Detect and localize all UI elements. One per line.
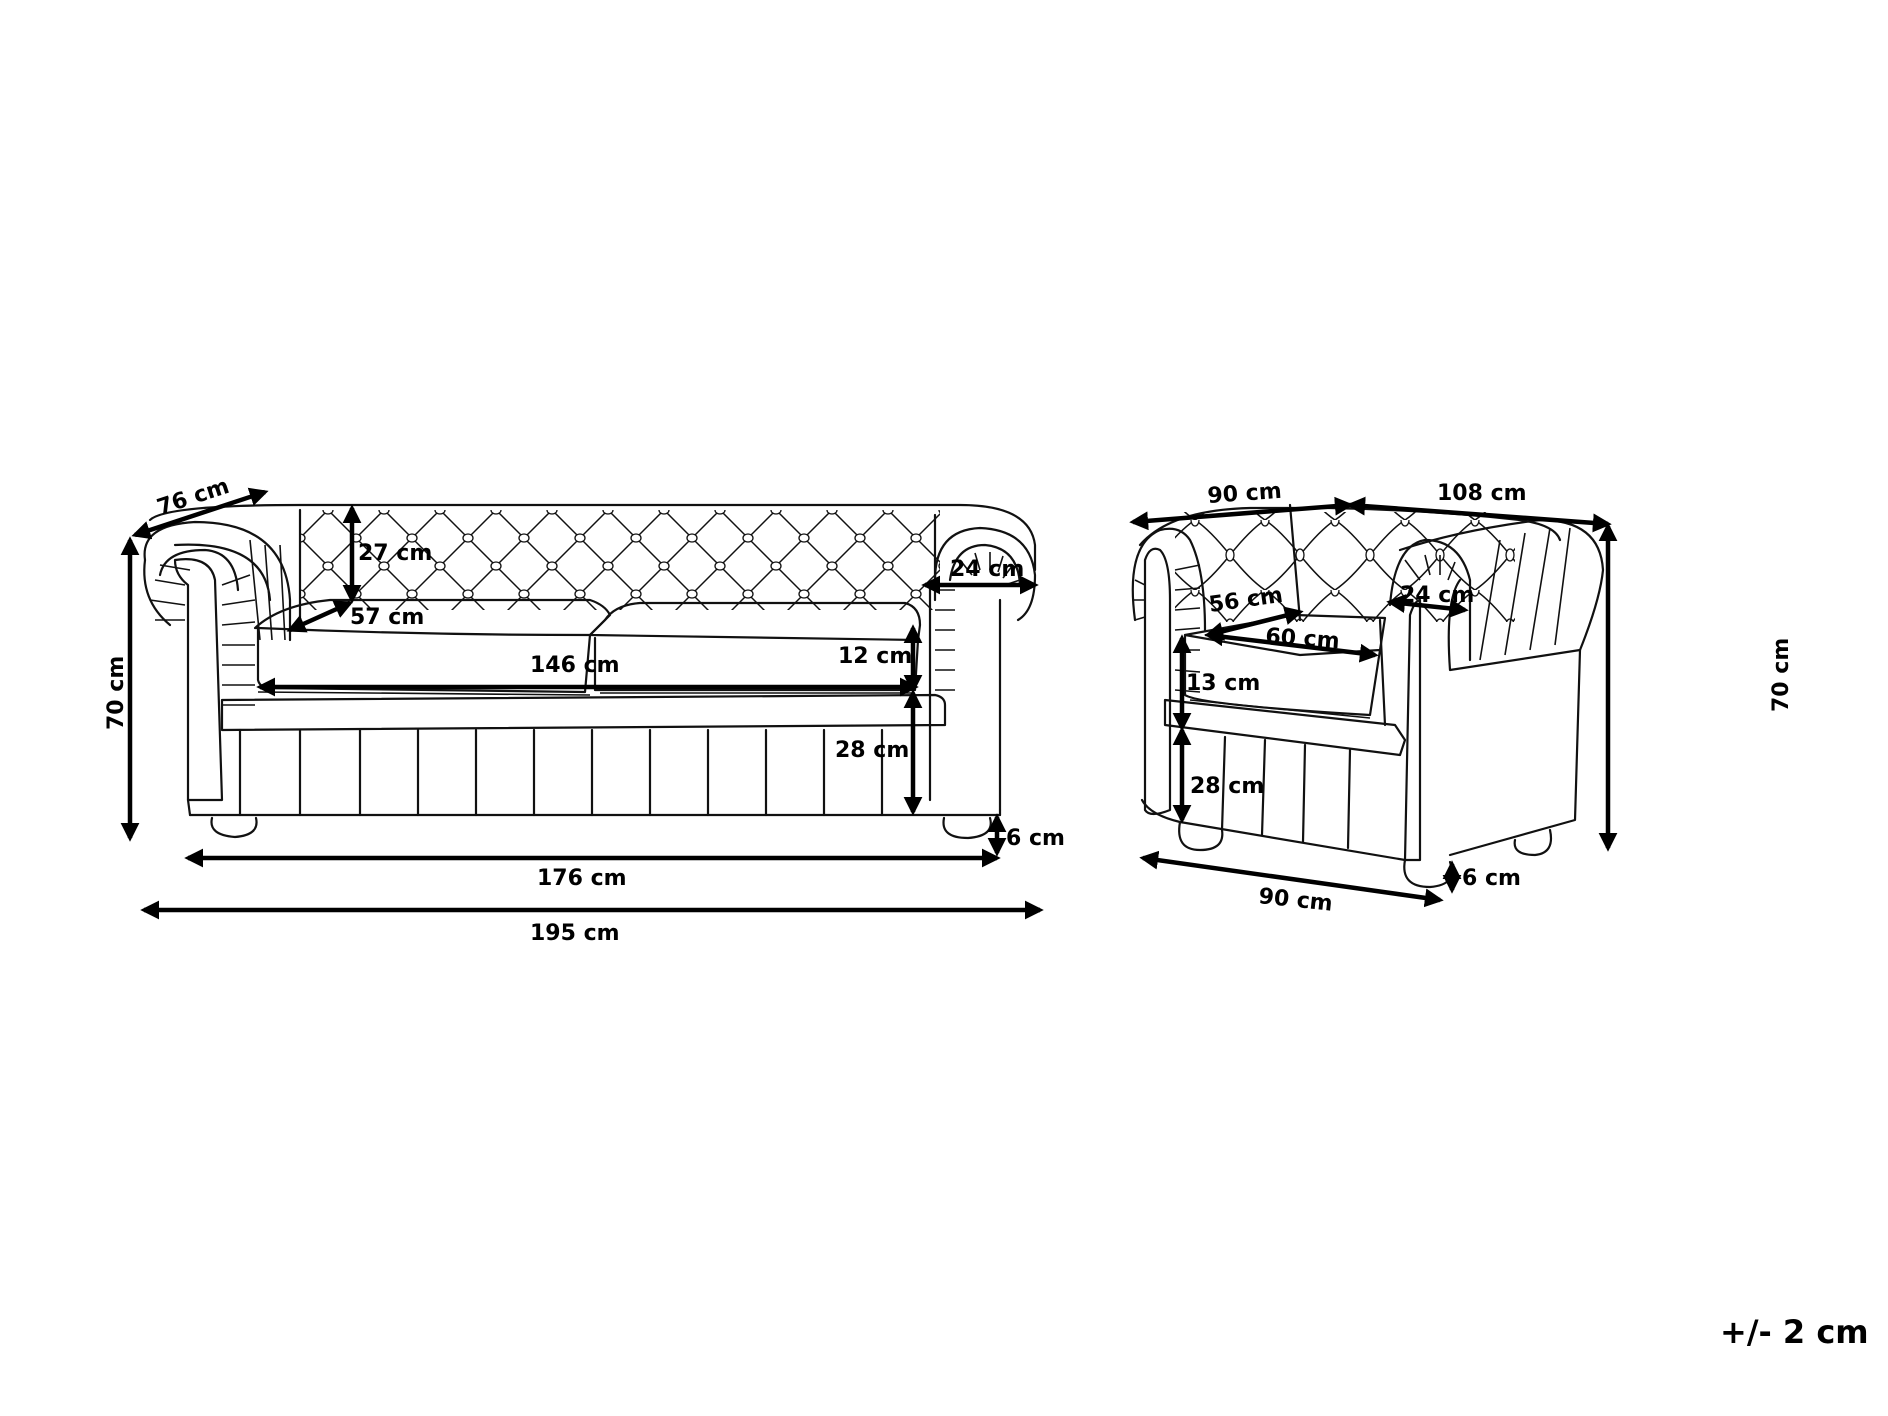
- sofa-height-label: 70 cm: [104, 656, 129, 730]
- sofa-left-armrest: [143, 520, 292, 802]
- sofa-seat-rail: [220, 693, 947, 732]
- sofa-tufted-back: [300, 510, 940, 610]
- sofa-total-width-label: 195 cm: [530, 921, 620, 946]
- armchair-width-top-label: 108 cm: [1437, 481, 1527, 506]
- sofa-right-leg: [942, 816, 992, 840]
- armchair-seat-width-label: 60 cm: [1265, 624, 1341, 654]
- sofa-base-width-label: 176 cm: [537, 866, 627, 891]
- sofa-left-leg: [210, 816, 258, 839]
- armchair-left-leg: [1178, 820, 1224, 852]
- armchair-back-right-leg: [1513, 828, 1553, 857]
- armchair-base-width-label: 90 cm: [1257, 884, 1333, 917]
- armchair-side-depth-label: 90 cm: [1207, 479, 1283, 509]
- armchair-base-width-arrow: [1139, 850, 1444, 908]
- armchair-front-right-leg: [1403, 858, 1453, 889]
- armchair-width-top-arrow: [1346, 496, 1612, 533]
- tolerance-note: +/- 2 cm: [1720, 1313, 1869, 1351]
- sofa-drawing: [143, 503, 1037, 840]
- armchair-armrest-arrow: [1386, 594, 1469, 618]
- armchair-seat-width-arrow: [1204, 627, 1379, 663]
- sofa-leg-height-label: 6 cm: [1006, 826, 1065, 851]
- sofa-seat-depth-arrow: [286, 600, 354, 633]
- armchair-armrest-label: 24 cm: [1400, 583, 1474, 608]
- armchair-seat-rail: [1163, 698, 1407, 757]
- sofa-dimensions: 76 cm 70 cm 27 cm 57 cm 24 cm 146 cm 12 …: [104, 474, 1065, 946]
- sofa-skirt-pleats: [238, 728, 884, 817]
- sofa-back-cushion-label: 27 cm: [358, 541, 432, 566]
- sofa-seat-depth-label: 57 cm: [350, 605, 424, 630]
- armchair-height-label: 70 cm: [1769, 638, 1794, 712]
- sofa-right-armrest: [928, 526, 1037, 812]
- sofa-cushion-thickness-label: 12 cm: [838, 644, 912, 669]
- sofa-armrest-label: 24 cm: [950, 557, 1024, 582]
- armchair-seat-height-label: 28 cm: [1190, 774, 1264, 799]
- sofa-depth-arrow: [131, 487, 269, 540]
- armchair-skirt-pleats: [1220, 735, 1352, 850]
- armchair-cushion-thickness-label: 13 cm: [1186, 671, 1260, 696]
- sofa-seat-height-label: 28 cm: [835, 738, 909, 763]
- armchair-leg-height-label: 6 cm: [1462, 866, 1521, 891]
- armchair-side-depth-arrow: [1129, 496, 1354, 531]
- armchair-drawing: [1131, 503, 1605, 889]
- sofa-seat-width-label: 146 cm: [530, 653, 620, 678]
